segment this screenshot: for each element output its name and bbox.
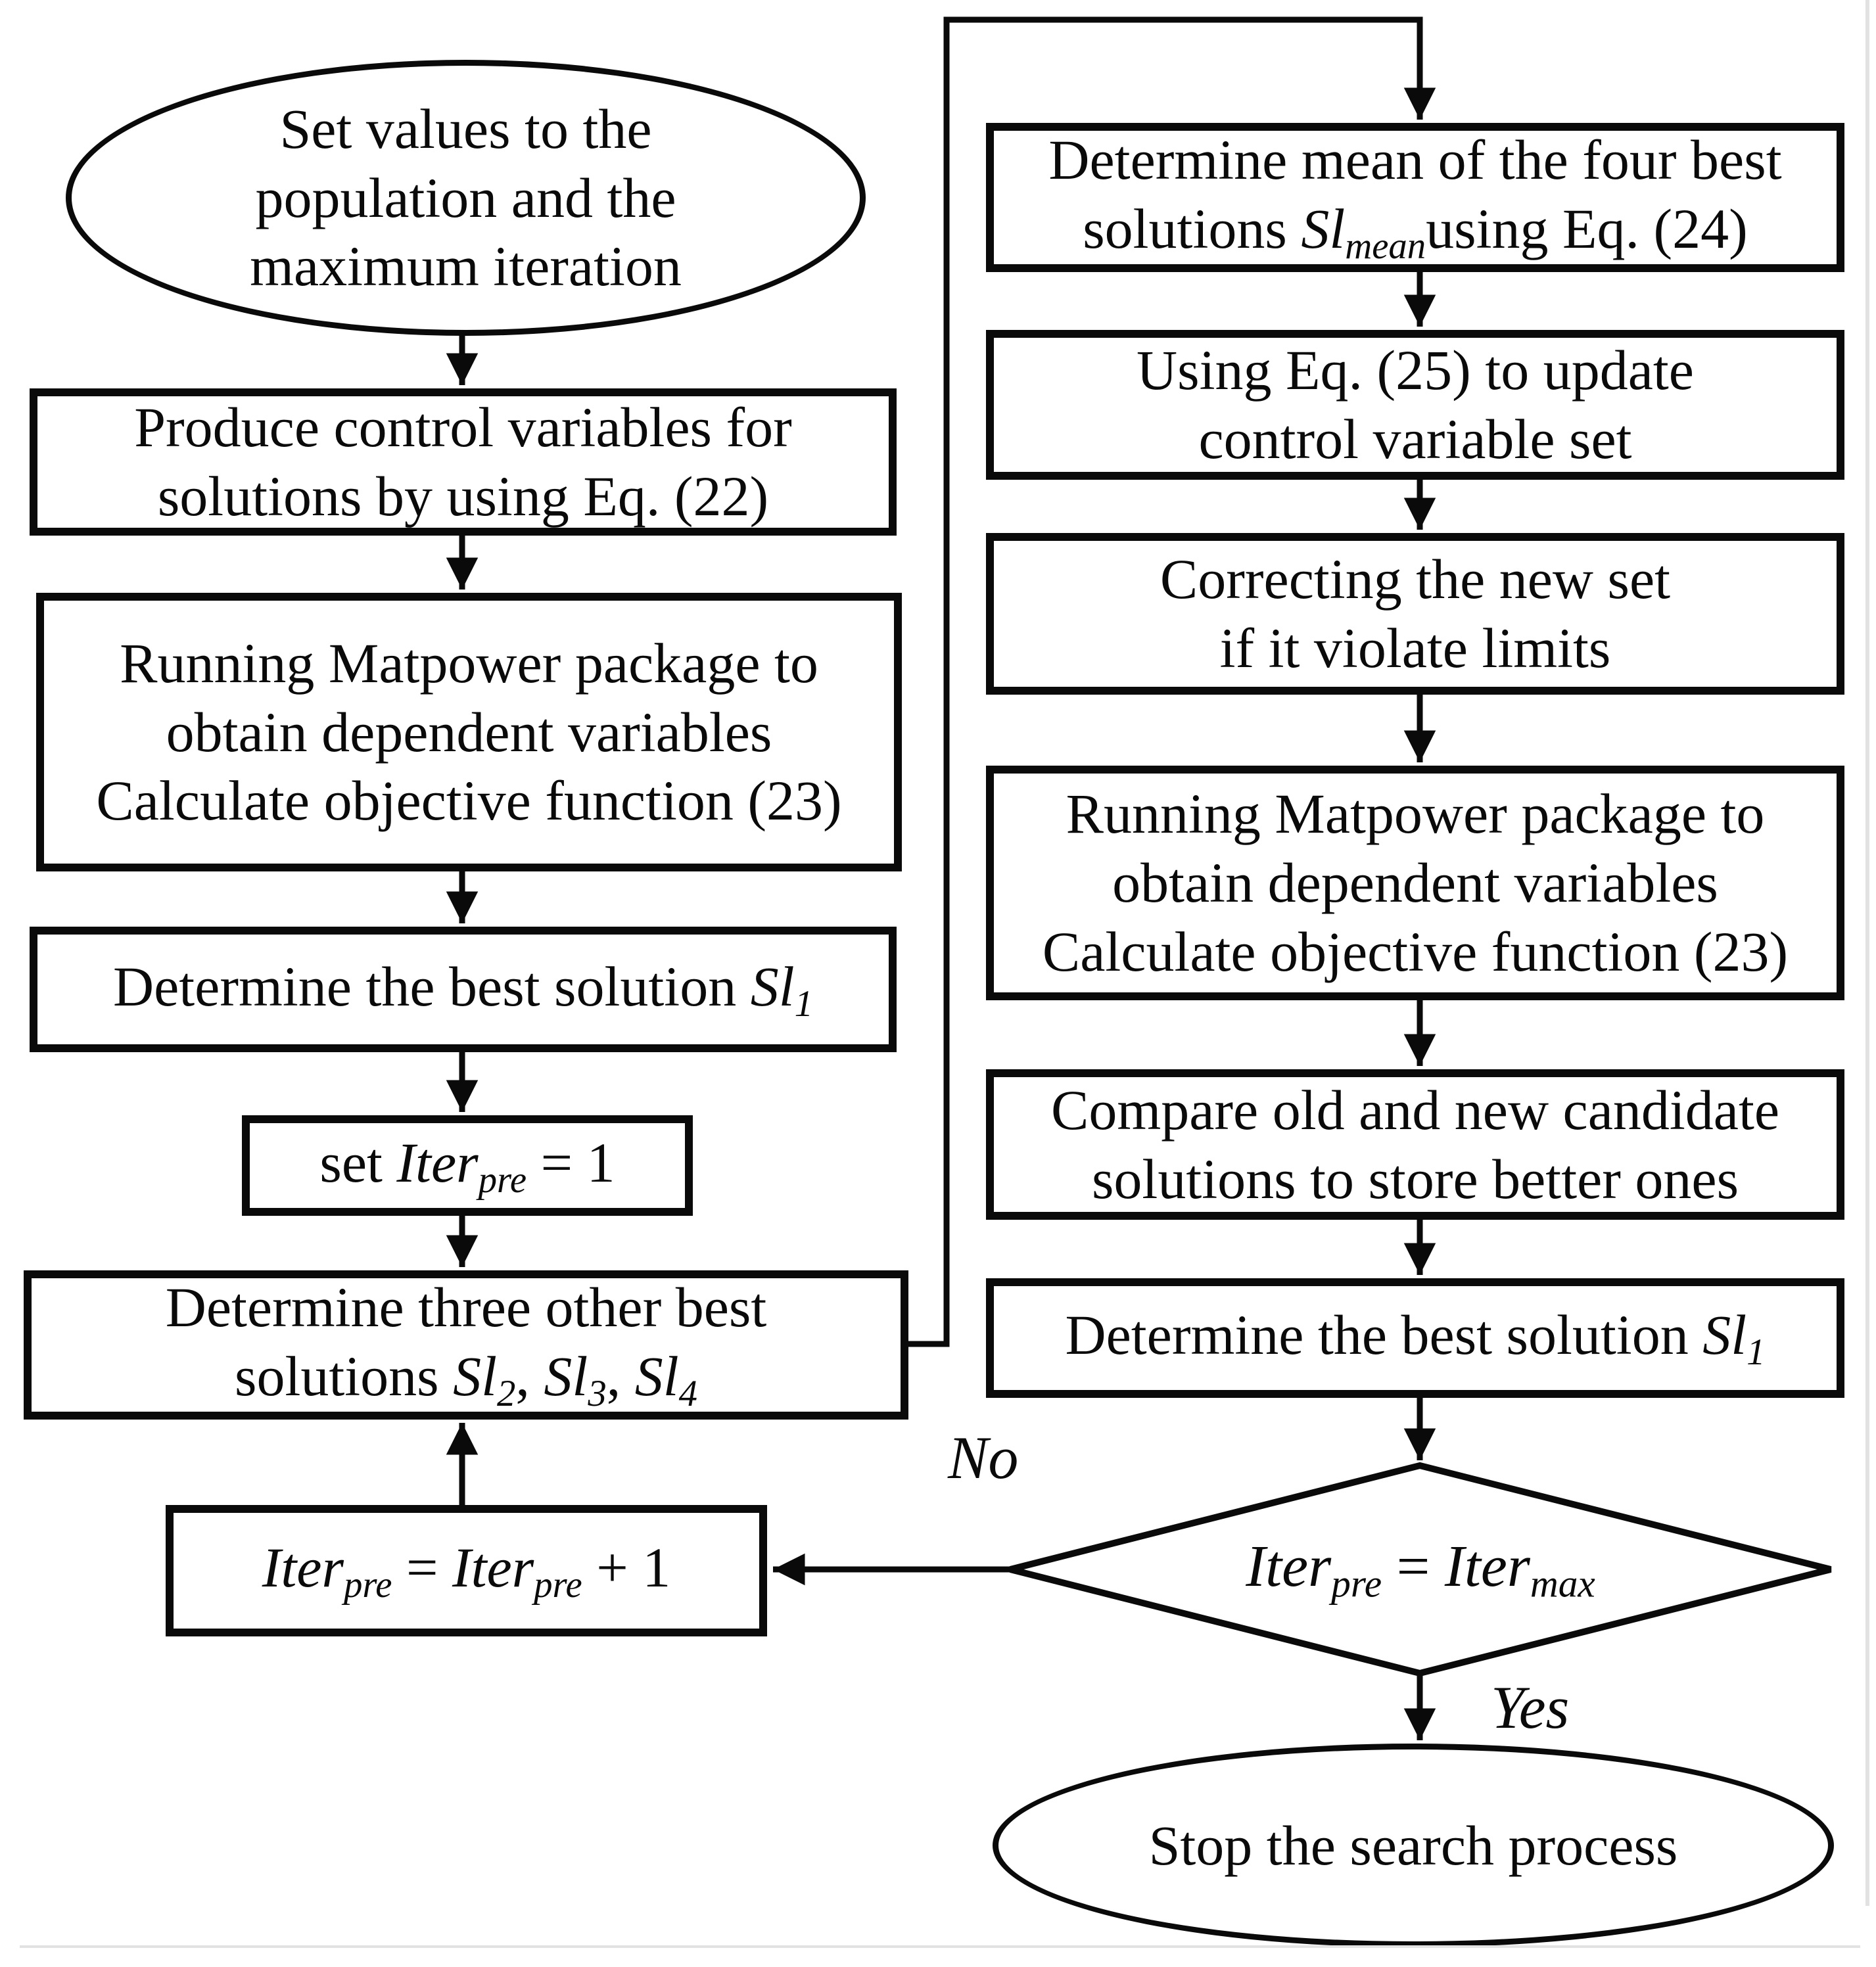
set-iteration-box: set Iterpre = 1 xyxy=(242,1115,693,1216)
iter-check-diamond-label: Iterpre = Itermax xyxy=(1246,1534,1595,1606)
iteration-increment-box: Iterpre = Iterpre + 1 xyxy=(166,1505,767,1636)
stop-ellipse: Stop the search process xyxy=(993,1744,1834,1947)
iter-check-diamond-shape xyxy=(1009,1462,1832,1677)
edge-three-best-loop-to-mean xyxy=(906,16,1436,1347)
figure-right-edge xyxy=(1865,0,1869,1906)
yes-branch-label: Yes xyxy=(1491,1674,1570,1741)
best-solution-box-right: Determine the best solution Sl1 xyxy=(986,1278,1844,1398)
no-branch-label: No xyxy=(948,1424,1019,1491)
figure-bottom-edge xyxy=(20,1945,1860,1948)
best-solution-box-left: Determine the best solution Sl1 xyxy=(30,927,897,1052)
